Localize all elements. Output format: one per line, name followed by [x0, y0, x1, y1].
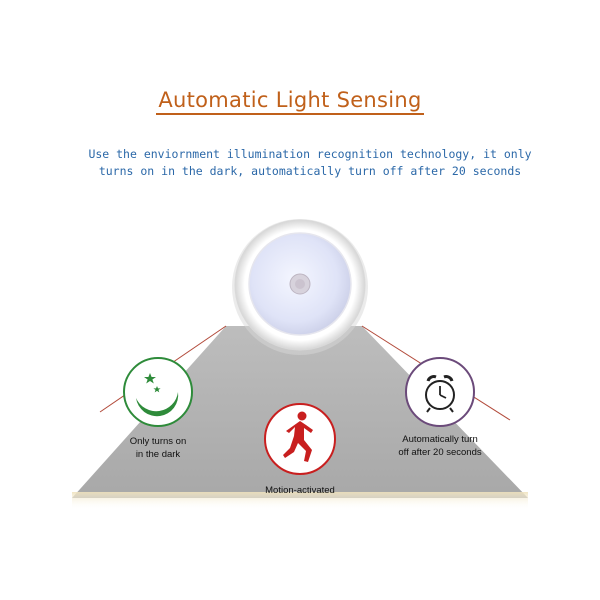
feature-motion-label: Motion-activated	[240, 484, 360, 497]
subtitle-line-1: Use the enviornment illumination recogni…	[88, 147, 532, 161]
running-person-icon	[264, 403, 336, 475]
alarm-clock-icon	[405, 357, 475, 427]
page-title: Automatic Light Sensing	[0, 88, 580, 115]
feature-timer-line-2: off after 20 seconds	[398, 447, 482, 458]
feature-timer-line-1: Automatically turn	[402, 434, 478, 445]
feature-dark-line-1: Only turns on	[129, 436, 187, 447]
subtitle-line-2: turns on in the dark, automatically turn…	[98, 164, 522, 178]
feature-dark-label: Only turns on in the dark	[108, 435, 208, 461]
feature-timer-label: Automatically turn off after 20 seconds	[380, 433, 500, 459]
subtitle: Use the enviornment illumination recogni…	[0, 146, 600, 180]
feature-dark-line-2: in the dark	[135, 449, 181, 460]
night-light-device	[232, 219, 368, 355]
floor-glow	[72, 492, 528, 510]
title-text: Automatic Light Sensing	[156, 88, 424, 115]
feature-motion-text: Motion-activated	[265, 485, 335, 496]
moon-stars-icon	[123, 357, 193, 427]
